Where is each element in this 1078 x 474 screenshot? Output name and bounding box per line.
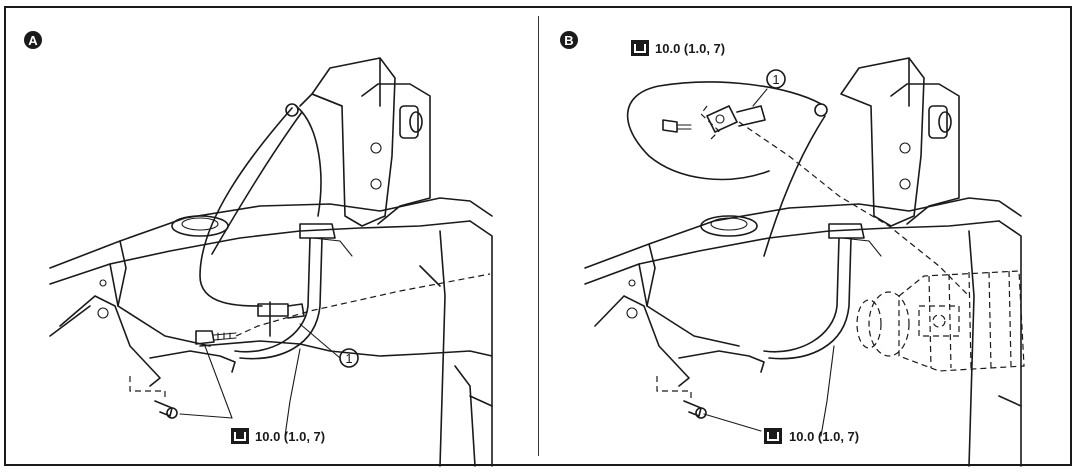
panel-b-leaders: [703, 88, 768, 432]
panel-b-strut-bracket: [840, 57, 960, 227]
panel-a-callout-number: 1: [345, 351, 352, 366]
panel-a-subframe: [49, 197, 493, 467]
panel-a-sensor-harness: [199, 103, 353, 360]
panel-divider: [538, 16, 539, 456]
panel-a-torque-value: 10.0 (1.0, 7): [255, 429, 325, 444]
torque-wrench-icon: [231, 428, 249, 444]
panel-b-letter: B: [564, 33, 573, 48]
panel-b-hub-phantom: [856, 270, 1025, 372]
panel-a-leaders: [179, 323, 341, 419]
panel-b-torque-spec-bottom: 10.0 (1.0, 7): [764, 428, 859, 444]
panel-a-strut-bracket: [299, 57, 431, 227]
panel-b-sensor-harness: [626, 81, 882, 360]
panel-a-badge: A: [24, 31, 42, 49]
panel-b-callout-number: 1: [772, 72, 779, 87]
torque-wrench-icon: [631, 40, 649, 56]
panel-b-torque-value-top: 10.0 (1.0, 7): [655, 41, 725, 56]
panel-a: A: [0, 6, 539, 468]
panel-a-bracket-bolt: [129, 376, 178, 419]
panel-b-badge: B: [560, 31, 578, 49]
panel-a-torque-spec: 10.0 (1.0, 7): [231, 428, 325, 444]
panel-b-callout-1: 1: [766, 69, 786, 89]
panel-b: B 10.0 (1.0, 7): [539, 6, 1078, 468]
panel-a-callout-1: 1: [339, 348, 359, 368]
panel-b-bracket-bolt: [656, 376, 707, 419]
panel-b-removed-sensor: [662, 105, 970, 297]
panel-b-drawing: B 10.0 (1.0, 7): [560, 31, 1025, 467]
panel-b-torque-spec-top: 10.0 (1.0, 7): [631, 40, 725, 56]
panel-a-sensor-bolt: [195, 273, 491, 345]
panel-b-torque-value-bottom: 10.0 (1.0, 7): [789, 429, 859, 444]
panel-a-drawing: A: [24, 31, 493, 467]
panel-a-letter: A: [28, 33, 38, 48]
panel-b-subframe: [584, 197, 1022, 467]
torque-wrench-icon: [764, 428, 782, 444]
